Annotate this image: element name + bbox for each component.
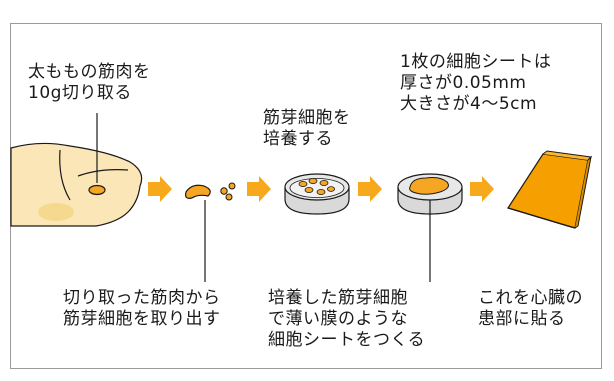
myoblast-cells <box>185 182 236 201</box>
step-sheet-label: 培養した筋芽細胞 で薄い膜のような 細胞シートをつくる <box>268 288 426 350</box>
sheet-spec-label: 1枚の細胞シートは 厚さが0.05mm 大きさが4〜5cm <box>400 52 552 114</box>
arrow-icon <box>358 176 382 202</box>
cell-sheet <box>507 150 593 229</box>
muscle-piece <box>88 184 106 196</box>
culture-dish <box>284 173 350 215</box>
arrow-icon <box>470 176 494 202</box>
arrow-icon <box>148 176 172 202</box>
thigh-illustration <box>10 142 143 227</box>
step-extract-label: 切り取った筋肉から 筋芽細胞を取り出す <box>63 288 221 329</box>
step-harvest-label: 太ももの筋肉を 10g切り取る <box>28 62 151 103</box>
step-apply-label: これを心臓の 患部に貼る <box>478 288 583 329</box>
step-culture-label: 筋芽細胞を 培養する <box>263 108 351 149</box>
arrow-icon <box>247 176 271 202</box>
